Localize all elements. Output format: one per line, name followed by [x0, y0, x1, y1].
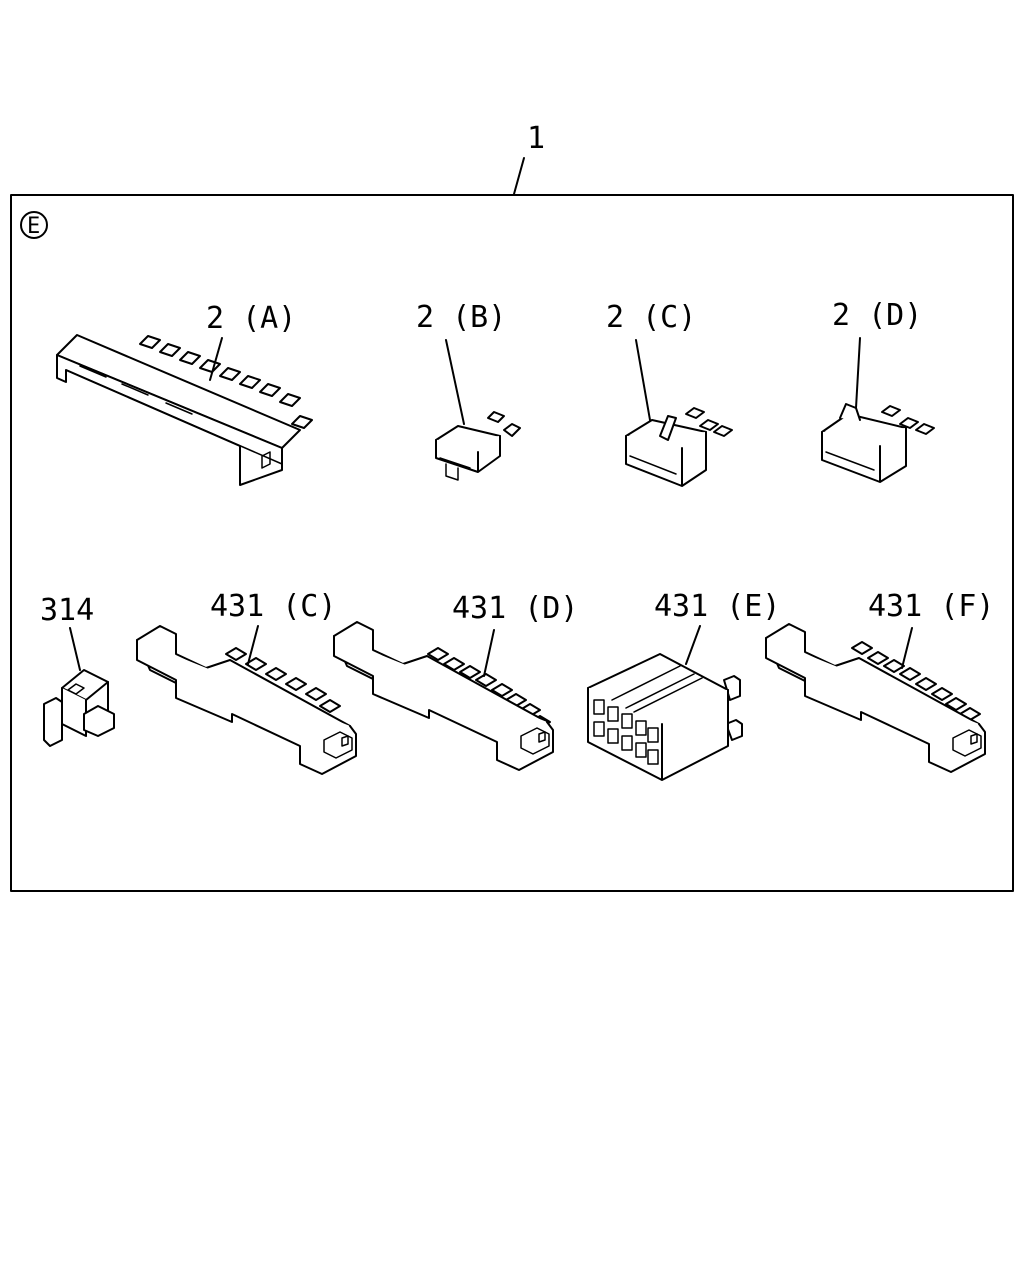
callout-2a: 2 (A) — [206, 301, 296, 336]
callout-2c: 2 (C) — [606, 300, 696, 335]
housing-431c — [136, 625, 357, 775]
leader-2d — [855, 337, 861, 409]
callout-2d: 2 (D) — [832, 298, 922, 333]
part-314 — [43, 669, 115, 747]
callout-431e: 431 (E) — [654, 589, 780, 624]
leader-431d — [483, 629, 495, 677]
connector-2c — [625, 407, 733, 487]
assembly-frame — [10, 194, 1014, 892]
leader-431f — [901, 627, 913, 669]
leader-431e — [685, 625, 701, 665]
leader-431c — [247, 625, 259, 665]
housing-431e — [587, 653, 743, 781]
assembly-ref-label: 1 — [527, 121, 545, 156]
leader-2a — [209, 337, 223, 381]
leader-2b — [445, 339, 465, 425]
connector-2b — [435, 411, 521, 481]
callout-431d: 431 (D) — [452, 591, 578, 626]
connector-2a — [56, 334, 313, 486]
assembly-leader — [513, 157, 525, 195]
section-marker: E — [20, 211, 48, 239]
housing-431f — [765, 623, 986, 773]
connector-2d — [821, 403, 935, 483]
svg-text:E: E — [27, 214, 40, 239]
callout-2b: 2 (B) — [416, 300, 506, 335]
leader-314 — [69, 627, 81, 671]
callout-431c: 431 (C) — [210, 589, 336, 624]
leader-2c — [635, 339, 651, 421]
housing-431d — [333, 621, 554, 771]
callout-314: 314 — [40, 593, 94, 628]
callout-431f: 431 (F) — [868, 589, 994, 624]
